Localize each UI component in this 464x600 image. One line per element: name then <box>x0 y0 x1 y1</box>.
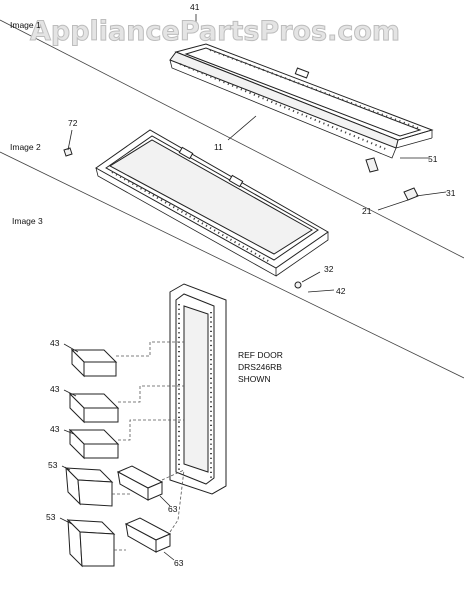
door-bin-63-a <box>116 465 164 501</box>
watermark: AppliancePartsPros.com <box>30 16 400 47</box>
callout-11: 11 <box>214 142 223 152</box>
callout-43-b: 43 <box>50 384 60 394</box>
door-bin-43-c <box>68 428 120 460</box>
section-separators <box>0 19 464 379</box>
callout-63-a: 63 <box>168 504 178 514</box>
screw-part-32 <box>294 281 302 289</box>
callout-43-a: 43 <box>50 338 60 348</box>
callout-32: 32 <box>324 264 334 274</box>
separator-image1-image2 <box>0 19 464 259</box>
callout-31: 31 <box>446 188 456 198</box>
callout-53-b: 53 <box>46 512 56 522</box>
separator-image2-image3 <box>0 151 464 379</box>
callout-72: 72 <box>68 118 78 128</box>
door-bin-43-a <box>70 348 118 378</box>
door-note-line2: DRS246RB <box>238 362 282 372</box>
callout-43-c: 43 <box>50 424 60 434</box>
section-label-image3: Image 3 <box>12 216 43 226</box>
callout-41: 41 <box>190 2 200 12</box>
door-note-line1: REF DOOR <box>238 350 283 360</box>
assembly-guides <box>112 341 185 551</box>
door-assembly <box>169 283 227 495</box>
shelf-part-image2 <box>95 129 329 277</box>
door-note-line3: SHOWN <box>238 374 271 384</box>
callout-42: 42 <box>336 286 346 296</box>
leader-lines <box>59 14 447 561</box>
callout-21: 21 <box>362 206 372 216</box>
door-bin-63-b <box>124 517 172 553</box>
callout-51: 51 <box>428 154 438 164</box>
callout-53-a: 53 <box>48 460 58 470</box>
callout-63-b: 63 <box>174 558 184 568</box>
door-bin-53-a <box>64 466 114 507</box>
door-bin-53-b <box>66 518 116 568</box>
section-label-image2: Image 2 <box>10 142 41 152</box>
shelf-part-11 <box>169 43 434 201</box>
door-bin-43-b <box>68 392 120 424</box>
section-label-image1: Image 1 <box>10 20 41 30</box>
